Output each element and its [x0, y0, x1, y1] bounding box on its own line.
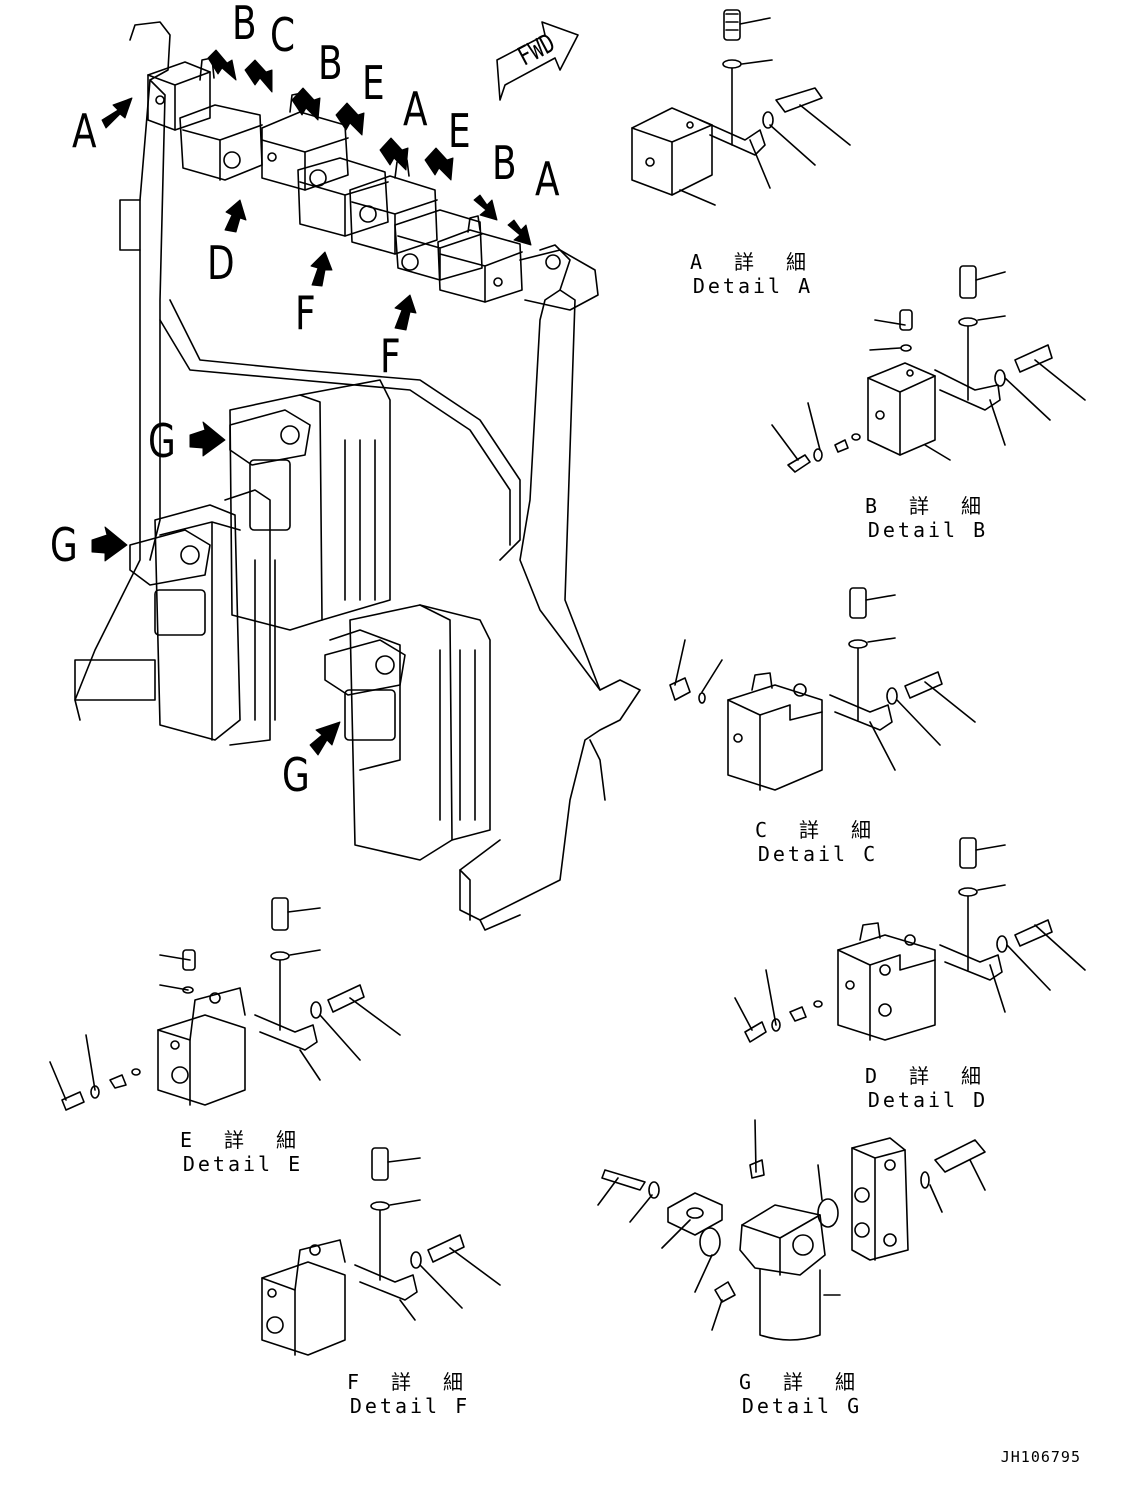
caption-jp: F 詳 細 [346, 1370, 474, 1394]
callout-letter: B [318, 36, 343, 90]
caption-jp: B 詳 細 [864, 494, 992, 518]
detail-f-drawing [261, 1147, 501, 1356]
caption-en: Detail B [867, 518, 989, 542]
caption-en: Detail D [867, 1088, 989, 1112]
detail-d-caption: D 詳 細 Detail D [838, 1064, 1018, 1112]
callout-letter: F [295, 286, 316, 340]
caption-en: Detail E [182, 1152, 304, 1176]
valve-stacks [129, 379, 491, 861]
callout-letter: A [72, 104, 97, 158]
callout-letter: B [232, 0, 257, 50]
caption-en: Detail F [349, 1394, 471, 1418]
detail-c-drawing [669, 587, 976, 791]
callout-letter: A [403, 82, 428, 136]
detail-e-caption: E 詳 細 Detail E [153, 1128, 333, 1176]
fwd-arrow [496, 21, 579, 101]
detail-d-drawing [734, 837, 1086, 1043]
detail-g-drawing [597, 1119, 986, 1341]
main-frame [74, 21, 641, 931]
top-valve-row [147, 57, 599, 311]
callout-letter: A [535, 152, 560, 206]
detail-a-caption: A 詳 細 Detail A [663, 250, 843, 298]
caption-en: Detail C [757, 842, 879, 866]
detail-f-caption: F 詳 細 Detail F [320, 1370, 500, 1418]
callout-letter: E [448, 104, 471, 158]
callout-letter: G [50, 518, 78, 572]
callout-letter: E [362, 56, 385, 110]
callout-letter: D [207, 236, 235, 290]
detail-b-drawing [771, 265, 1086, 473]
detail-a-drawing [631, 9, 851, 206]
detail-e-drawing [49, 897, 401, 1111]
caption-jp: D 詳 細 [864, 1064, 992, 1088]
callout-letter: G [148, 414, 176, 468]
caption-en: Detail A [692, 274, 814, 298]
drawing-code: JH106795 [1000, 1448, 1081, 1466]
detail-g-caption: G 詳 細 Detail G [712, 1370, 892, 1418]
callout-letter: B [492, 136, 517, 190]
callout-letter: C [270, 8, 296, 62]
detail-c-caption: C 詳 細 Detail C [728, 818, 908, 866]
callout-arrows [91, 49, 532, 756]
caption-jp: G 詳 細 [738, 1370, 866, 1394]
detail-b-caption: B 詳 細 Detail B [838, 494, 1018, 542]
caption-jp: C 詳 細 [754, 818, 882, 842]
callout-letter: F [380, 329, 401, 383]
callout-letter: G [282, 748, 310, 802]
caption-jp: E 詳 細 [179, 1128, 307, 1152]
caption-jp: A 詳 細 [689, 250, 817, 274]
caption-en: Detail G [741, 1394, 863, 1418]
